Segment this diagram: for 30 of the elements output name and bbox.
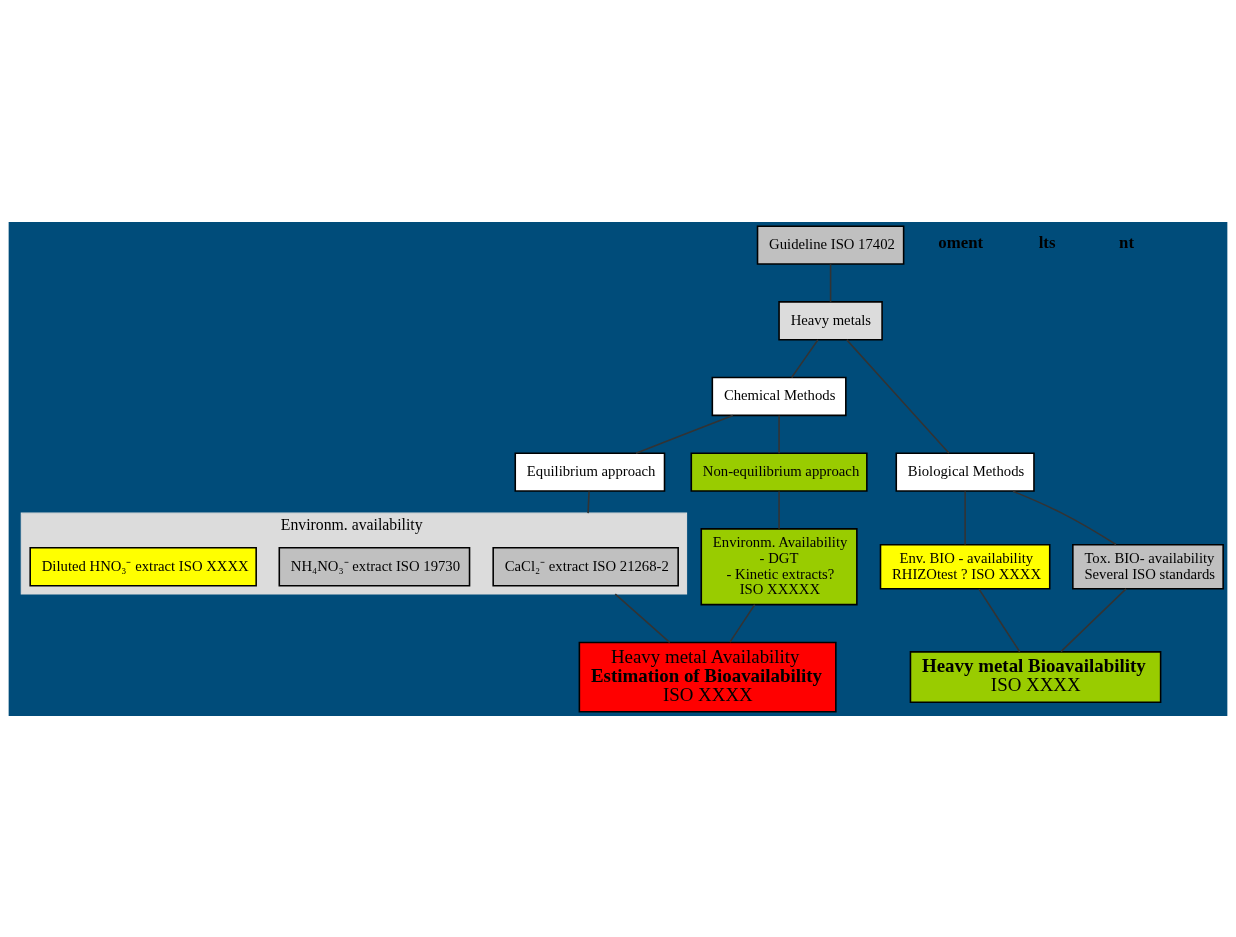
connector xyxy=(778,414,780,454)
connector xyxy=(978,587,1021,652)
node-box: Guideline ISO 17402 xyxy=(756,224,905,265)
connector xyxy=(964,490,966,545)
connector xyxy=(729,603,756,643)
connector xyxy=(1060,587,1127,652)
node-box: Env. BIO - availability RHIZOtest ? ISO XXXX xyxy=(879,543,1051,590)
connector xyxy=(587,490,590,514)
connector xyxy=(1012,489,1117,545)
connector xyxy=(778,490,780,529)
connector xyxy=(846,338,950,454)
node-box: Diluted HNO₃⁻ extract ISO XXXX xyxy=(29,546,257,586)
node-box: Environm. Availability - DGT - Kinetic extracts? ISO XXXXX xyxy=(700,527,858,605)
node-box: NH₄NO₃⁻ extract ISO 19730 xyxy=(278,546,471,586)
node-box: Heavy metal Bioavailability ISO XXXX xyxy=(909,650,1162,703)
node-box: Biological Methods xyxy=(895,451,1035,492)
node-box: Heavy metals xyxy=(778,300,883,340)
node-box: Tox. BIO- availability Several ISO standards xyxy=(1072,543,1224,590)
label: oment xyxy=(938,232,984,252)
node-box: Equilibrium approach xyxy=(514,451,666,492)
node-box: Heavy metal Availability Estimation of Bioavailability ISO XXXX xyxy=(578,641,837,713)
label: nt xyxy=(1119,232,1135,252)
connector xyxy=(790,338,819,378)
connector xyxy=(635,414,734,454)
label: lts xyxy=(1038,232,1056,252)
node-box: Chemical Methods xyxy=(711,376,847,416)
connector xyxy=(614,592,671,643)
node-box: CaCl₂⁻ extract ISO 21268-2 xyxy=(492,546,679,586)
connector xyxy=(829,263,832,303)
node-box: Non-equilibrium approach xyxy=(690,451,868,492)
